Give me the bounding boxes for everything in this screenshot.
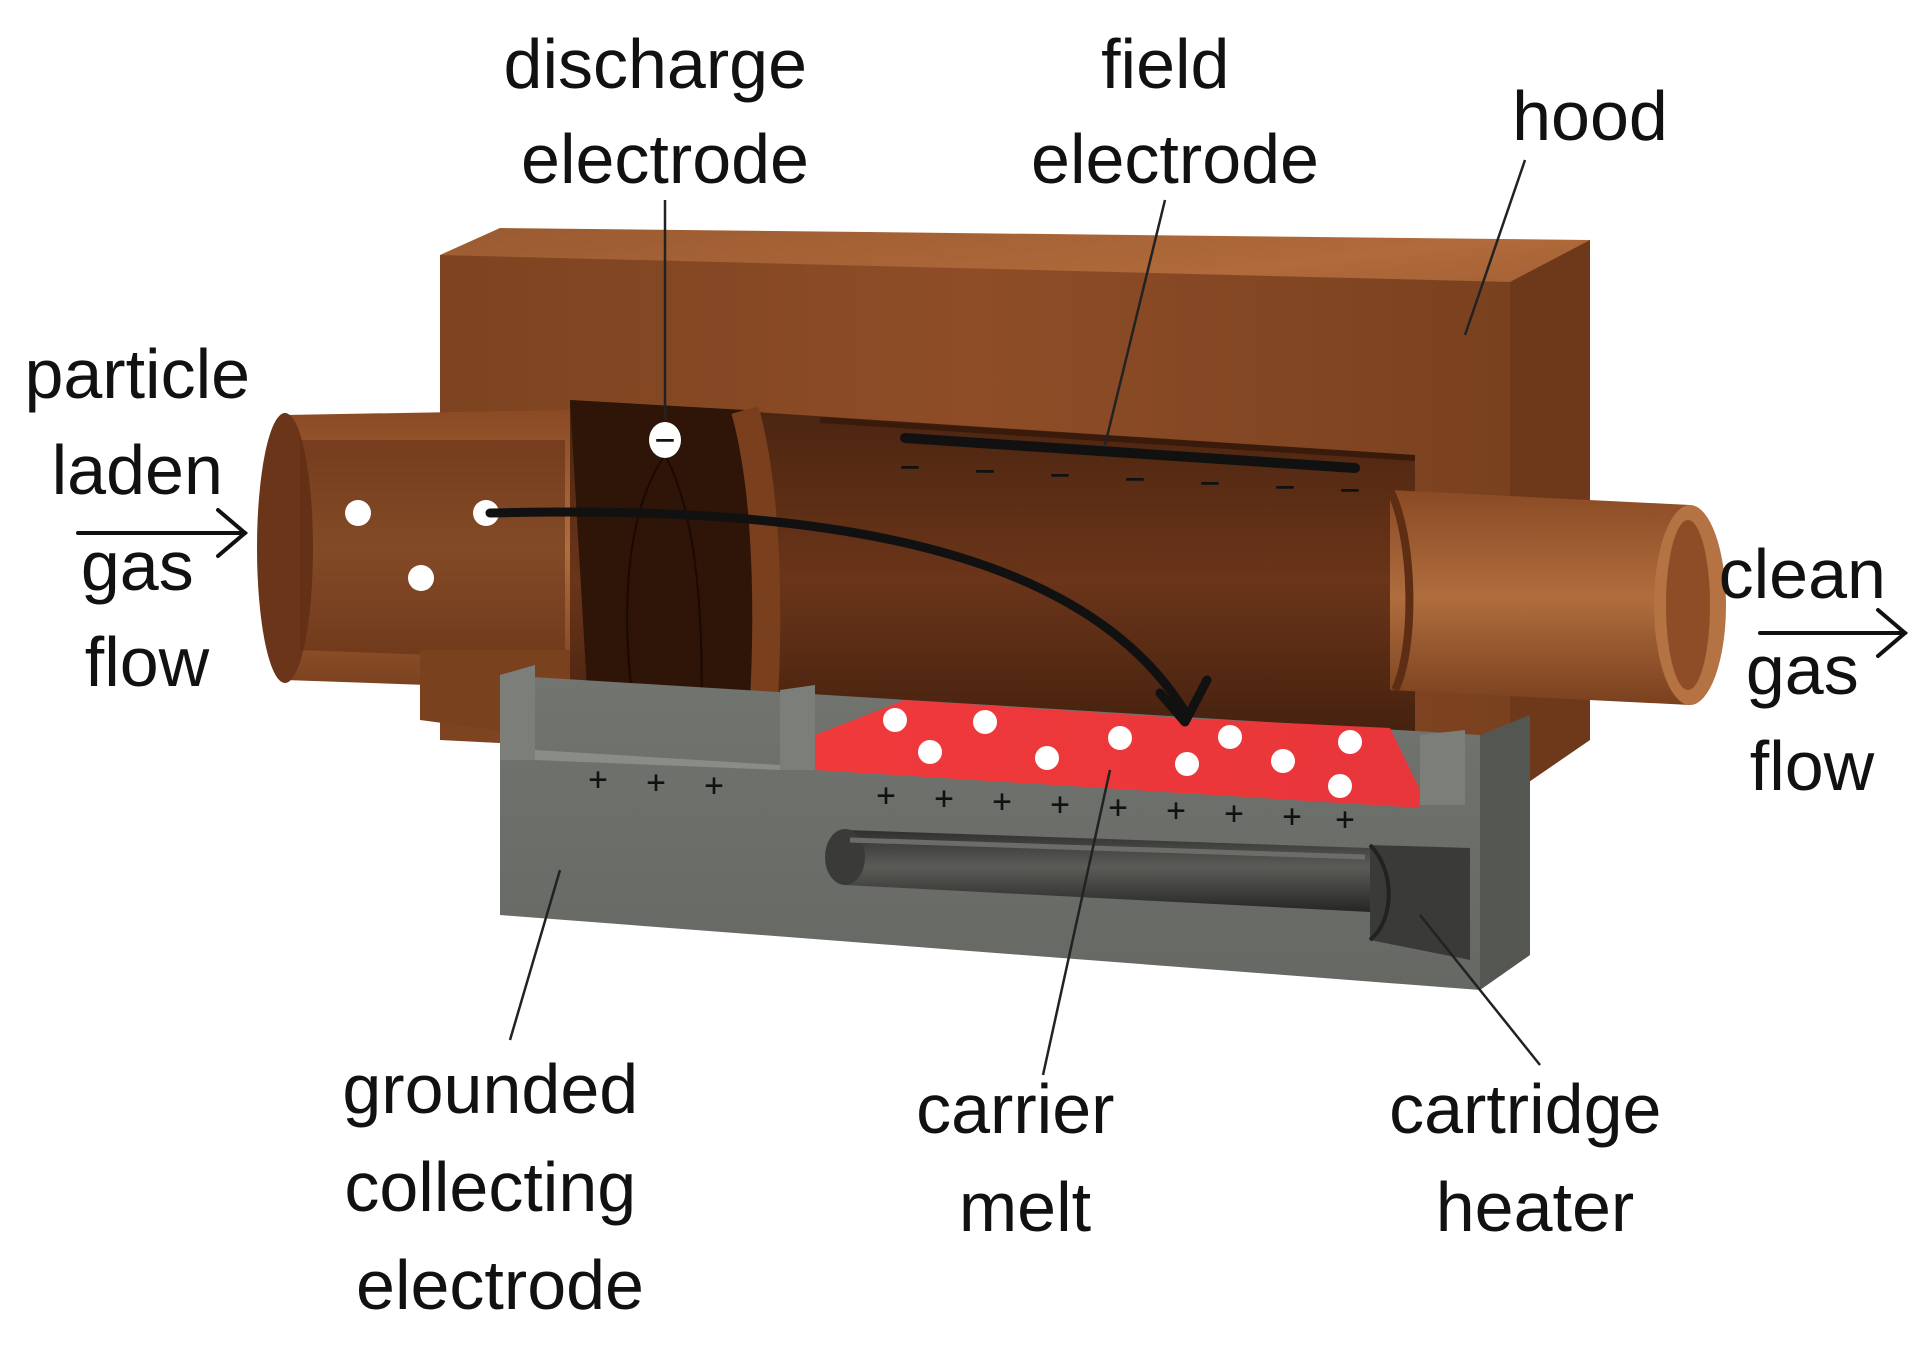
leader-grounded-collecting-electrode (508, 869, 562, 1041)
positive-charge: + (1282, 797, 1301, 835)
positive-charge: + (1335, 800, 1354, 838)
leader-lines (508, 159, 1541, 1076)
particle (1218, 725, 1242, 749)
svg-text:−: − (655, 420, 675, 460)
label-line: hood (1512, 77, 1668, 155)
particle (1328, 774, 1352, 798)
label-line: grounded (342, 1050, 638, 1128)
label-line: discharge (504, 25, 808, 103)
trajectory-arrowhead (1155, 675, 1212, 727)
label-line: cartridge (1389, 1070, 1661, 1148)
label-line: flow (1750, 727, 1875, 805)
inlet-flow-arrow (76, 508, 249, 558)
label-line: laden (52, 431, 223, 509)
leader-field-electrode (1103, 199, 1167, 446)
discharge-chamber (570, 400, 760, 760)
label-grounded-collecting-electrode: grounded collecting electrode (342, 1050, 657, 1324)
label-carrier-melt: carrier melt (916, 1070, 1134, 1246)
label-inlet: particle laden gas flow (24, 335, 269, 701)
particle (918, 740, 942, 764)
label-line: electrode (356, 1246, 644, 1324)
hood-cavity (570, 400, 1415, 760)
label-line: clean (1719, 535, 1886, 613)
label-hood: hood (1512, 77, 1668, 155)
positive-charge: + (1224, 794, 1243, 832)
leader-cartridge-heater (1419, 914, 1541, 1066)
leader-carrier-melt (1041, 769, 1112, 1076)
negative-charge: − (1340, 470, 1360, 510)
particle (1108, 726, 1132, 750)
negative-charge: − (900, 447, 920, 487)
carrier-melt-pool (815, 700, 1420, 808)
particle-trajectory (485, 507, 1190, 717)
label-line: collecting (344, 1148, 636, 1226)
cartridge-heater-rod (825, 829, 1470, 960)
collector-charges: + + + + + + + + + + + + (588, 760, 1354, 838)
negative-charge: − (1275, 467, 1295, 507)
field-electrode-plate (900, 433, 1360, 473)
field-electrode-charges: − − − − − − − (900, 447, 1360, 510)
hood (440, 228, 1590, 795)
negative-charge: − (975, 451, 995, 491)
label-discharge-electrode: discharge electrode (504, 25, 827, 198)
label-line: electrode (521, 120, 809, 198)
negative-charge: − (1200, 463, 1220, 503)
particle (1175, 752, 1199, 776)
particle (1338, 730, 1362, 754)
label-line: heater (1436, 1168, 1634, 1246)
discharge-charge-sign: − (649, 420, 681, 460)
positive-charge: + (876, 776, 895, 814)
positive-charge: + (992, 782, 1011, 820)
label-outlet: clean gas flow (1719, 535, 1906, 805)
particle (345, 500, 371, 526)
leader-hood (1463, 159, 1527, 336)
outlet-flow-arrow (1758, 608, 1909, 658)
positive-charge: + (704, 766, 723, 804)
label-line: melt (959, 1168, 1091, 1246)
negative-charge: − (1050, 455, 1070, 495)
particle (973, 710, 997, 734)
particle (1035, 746, 1059, 770)
cavity-ledge (819, 417, 1416, 461)
positive-charge: + (588, 760, 607, 798)
particle (883, 708, 907, 732)
particle (1271, 749, 1295, 773)
positive-charge: + (1108, 788, 1127, 826)
particle (408, 565, 434, 591)
label-cartridge-heater: cartridge heater (1389, 1070, 1681, 1246)
negative-charge: − (1125, 459, 1145, 499)
positive-charge: + (646, 763, 665, 801)
label-line: electrode (1031, 120, 1319, 198)
positive-charge: + (1050, 785, 1069, 823)
positive-charge: + (934, 779, 953, 817)
label-field-electrode: field electrode (1031, 25, 1319, 198)
positive-charge: + (1166, 791, 1185, 829)
outlet-pipe (1386, 488, 1726, 705)
label-line: gas (81, 527, 194, 605)
label-line: field (1101, 25, 1229, 103)
label-line: carrier (916, 1070, 1114, 1148)
label-line: flow (85, 623, 210, 701)
label-line: particle (24, 335, 250, 413)
label-line: gas (1746, 631, 1859, 709)
